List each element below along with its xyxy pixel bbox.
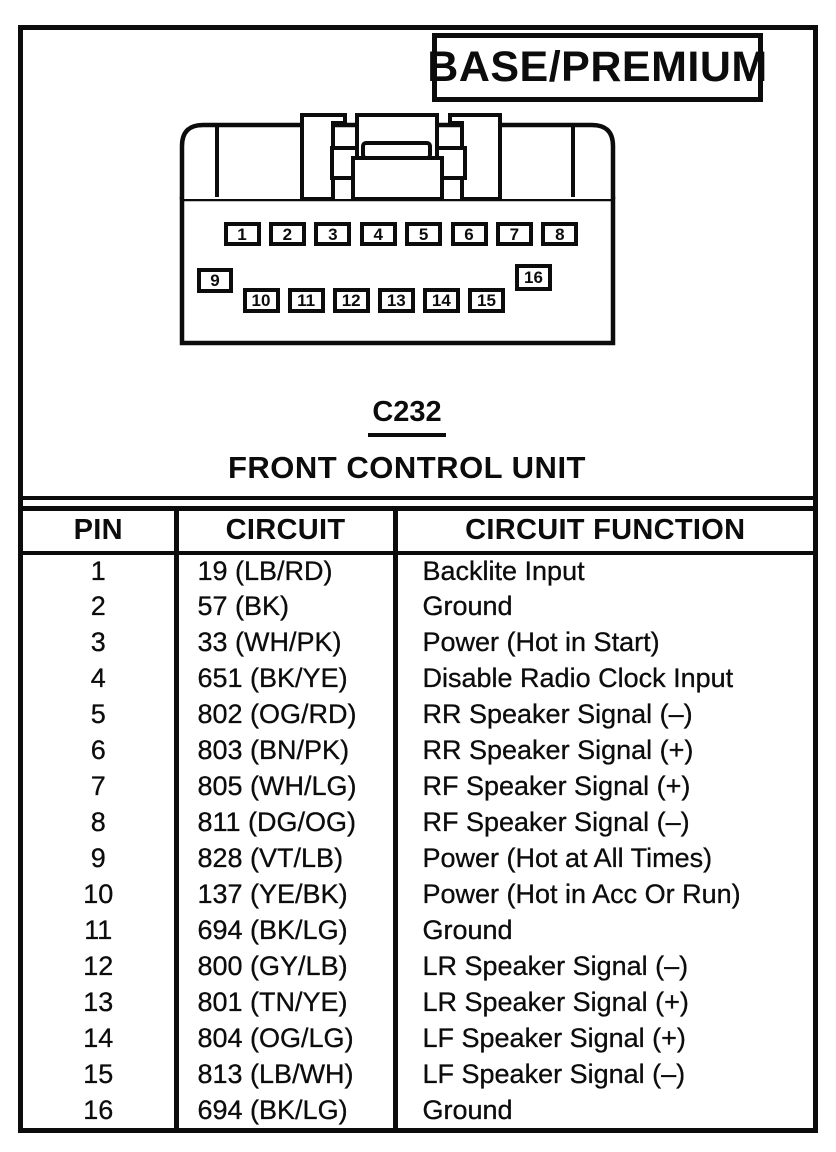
pin-box-6: 6 [450, 222, 488, 246]
cell-circuit: 802 (OG/RD) [173, 696, 395, 733]
pin-box-9: 9 [197, 268, 233, 293]
cell-pin: 4 [90, 663, 106, 693]
cell-pin: 5 [90, 699, 106, 729]
table-row: 14 804 (OG/LG)LF Speaker Signal (+) [23, 1020, 813, 1057]
cell-circuit: 828 (VT/LB) [173, 840, 395, 877]
pin-box-1: 1 [223, 222, 261, 246]
cell-function: Backlite Input [392, 552, 813, 589]
pin-box-14: 14 [422, 288, 460, 313]
cell-pin: 13 [83, 987, 114, 1017]
table-row: 1 19 (LB/RD)Backlite Input [23, 552, 813, 589]
header-pin: PIN [23, 506, 176, 555]
cell-circuit: 33 (WH/PK) [173, 624, 395, 661]
table-row: 3 33 (WH/PK)Power (Hot in Start) [23, 624, 813, 661]
pinout-table: PIN CIRCUIT CIRCUIT FUNCTION 1 19 (LB/RD)… [23, 506, 813, 1129]
variant-label: BASE/PREMIUM [427, 43, 768, 91]
table-row: 16 694 (BK/LG)Ground [23, 1092, 813, 1129]
cell-function: LF Speaker Signal (+) [392, 1020, 813, 1057]
section-divider [18, 496, 818, 500]
table-row: 13 801 (TN/YE)LR Speaker Signal (+) [23, 984, 813, 1021]
table-row: 9 828 (VT/LB)Power (Hot at All Times) [23, 840, 813, 877]
pin-box-5: 5 [405, 222, 443, 246]
pin-box-16: 16 [515, 264, 552, 291]
table-row: 10 137 (YE/BK)Power (Hot in Acc Or Run) [23, 876, 813, 913]
cell-function: Power (Hot in Start) [392, 624, 813, 661]
table-row: 12 800 (GY/LB)LR Speaker Signal (–) [23, 948, 813, 985]
cell-circuit: 651 (BK/YE) [173, 660, 395, 697]
header-circuit-function: CIRCUIT FUNCTION [392, 506, 813, 555]
table-row: 7 805 (WH/LG)RF Speaker Signal (+) [23, 768, 813, 805]
cell-function: Power (Hot at All Times) [392, 840, 813, 877]
cell-function: LR Speaker Signal (+) [392, 984, 813, 1021]
diagram-frame: BASE/PREMIUM [18, 25, 818, 1133]
table-row: 4 651 (BK/YE)Disable Radio Clock Input [23, 660, 813, 697]
cell-function: LR Speaker Signal (–) [392, 948, 813, 985]
cell-pin: 6 [90, 735, 106, 765]
cell-pin: 3 [90, 627, 106, 657]
pin-box-15: 15 [468, 288, 505, 313]
table-row: 15 813 (LB/WH)LF Speaker Signal (–) [23, 1056, 813, 1093]
cell-function: Disable Radio Clock Input [392, 660, 813, 697]
variant-label-box: BASE/PREMIUM [427, 33, 767, 102]
pin-box-12: 12 [332, 288, 370, 313]
table-row: 2 57 (BK)Ground [23, 588, 813, 625]
cell-circuit: 813 (LB/WH) [173, 1056, 395, 1093]
cell-circuit: 804 (OG/LG) [173, 1020, 395, 1057]
pin-box-13: 13 [377, 288, 415, 313]
cell-pin: 9 [90, 843, 106, 873]
cell-pin: 7 [90, 771, 106, 801]
cell-pin: 15 [83, 1059, 114, 1089]
header-row: PIN CIRCUIT CIRCUIT FUNCTION [23, 506, 813, 555]
connector-name: FRONT CONTROL UNIT [227, 450, 586, 485]
table-row: 5 802 (OG/RD)RR Speaker Signal (–) [23, 696, 813, 733]
cell-pin: 14 [83, 1023, 114, 1053]
cell-pin: 11 [84, 915, 113, 945]
cell-function: Ground [392, 1092, 813, 1129]
cell-function: RR Speaker Signal (+) [392, 732, 813, 769]
cell-function: LF Speaker Signal (–) [392, 1056, 813, 1093]
cell-circuit: 811 (DG/OG) [173, 804, 395, 841]
cell-pin: 2 [90, 591, 106, 621]
cell-circuit: 137 (YE/BK) [173, 876, 395, 913]
cell-circuit: 801 (TN/YE) [173, 984, 395, 1021]
cell-circuit: 694 (BK/LG) [173, 912, 395, 949]
connector-id: C232 [23, 396, 791, 437]
cell-pin: 16 [83, 1095, 114, 1125]
cell-circuit: 19 (LB/RD) [173, 552, 395, 589]
cell-circuit: 803 (BN/PK) [173, 732, 395, 769]
cell-circuit: 800 (GY/LB) [173, 948, 395, 985]
cell-pin: 12 [83, 951, 114, 981]
cell-pin: 8 [90, 807, 106, 837]
cell-circuit: 694 (BK/LG) [173, 1092, 395, 1129]
connector-id-text: C232 [368, 396, 446, 437]
cell-circuit: 57 (BK) [173, 588, 395, 625]
cell-function: Power (Hot in Acc Or Run) [392, 876, 813, 913]
cell-function: Ground [392, 588, 813, 625]
cell-function: RR Speaker Signal (–) [392, 696, 813, 733]
pin-box-8: 8 [541, 222, 579, 246]
pinout-table-header: PIN CIRCUIT CIRCUIT FUNCTION [23, 506, 813, 555]
pin-box-7: 7 [495, 222, 533, 246]
table-row: 11 694 (BK/LG)Ground [23, 912, 813, 949]
pin-box-11: 11 [287, 288, 325, 313]
cell-function: RF Speaker Signal (–) [392, 804, 813, 841]
pin-box-4: 4 [359, 222, 397, 246]
cell-function: RF Speaker Signal (+) [392, 768, 813, 805]
pin-box-3: 3 [314, 222, 352, 246]
cell-circuit: 805 (WH/LG) [173, 768, 395, 805]
cell-function: Ground [392, 912, 813, 949]
header-circuit: CIRCUIT [173, 506, 395, 555]
table-row: 8 811 (DG/OG)RF Speaker Signal (–) [23, 804, 813, 841]
pin-box-10: 10 [242, 288, 280, 313]
cell-pin: 10 [83, 879, 114, 909]
table-row: 6 803 (BN/PK)RR Speaker Signal (+) [23, 732, 813, 769]
cell-pin: 1 [90, 556, 106, 586]
pin-box-2: 2 [268, 222, 306, 246]
